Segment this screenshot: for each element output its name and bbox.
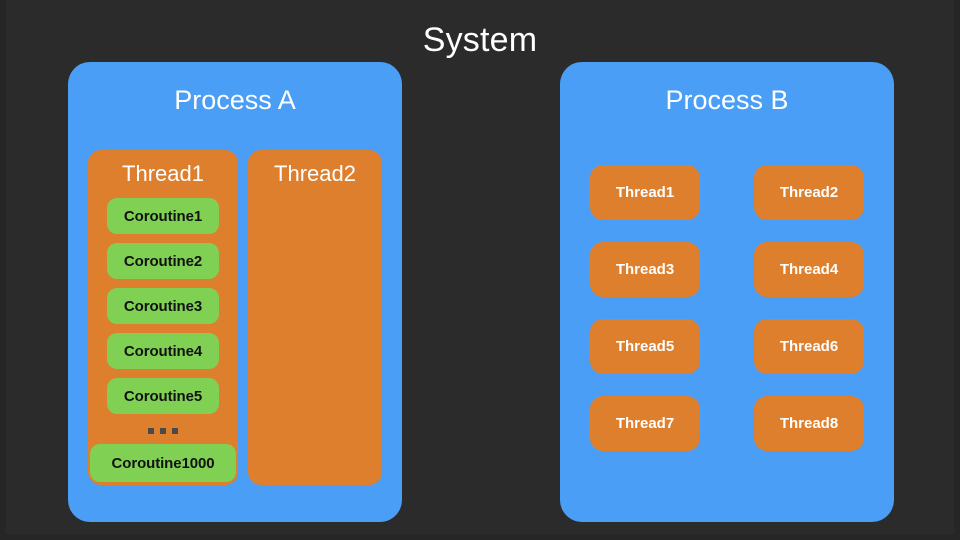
thread-box-a-thread1[interactable]: Thread1 Coroutine1 Coroutine2 Coroutine3…: [88, 150, 238, 485]
coroutine-item[interactable]: Coroutine5: [107, 378, 219, 414]
thread-a-thread1-label: Thread1: [122, 161, 204, 186]
process-box-b[interactable]: Process B Thread1 Thread2 Thread3 Thread…: [560, 62, 894, 522]
coroutine-item[interactable]: Coroutine4: [107, 333, 219, 369]
thread-a-thread2-label: Thread2: [274, 161, 356, 186]
thread-grid-b: Thread1 Thread2 Thread3 Thread4 Thread5 …: [590, 165, 864, 451]
thread-box-b-thread1[interactable]: Thread1: [590, 165, 700, 220]
thread-box-b-thread5[interactable]: Thread5: [590, 319, 700, 374]
process-box-a[interactable]: Process A Thread1 Coroutine1 Coroutine2 …: [68, 62, 402, 522]
coroutine-item[interactable]: Coroutine3: [107, 288, 219, 324]
thread-box-b-thread3[interactable]: Thread3: [590, 242, 700, 297]
coroutine-ellipsis: [88, 423, 238, 439]
coroutine-item[interactable]: Coroutine2: [107, 243, 219, 279]
ellipsis-dot-icon: [172, 428, 178, 434]
coroutine-list: Coroutine1 Coroutine2 Coroutine3 Corouti…: [88, 198, 238, 482]
thread-box-b-thread4[interactable]: Thread4: [754, 242, 864, 297]
ellipsis-dot-icon: [160, 428, 166, 434]
process-b-title: Process B: [665, 85, 789, 115]
system-title: System: [422, 21, 538, 59]
canvas-edge-right: [954, 0, 960, 540]
canvas-edge-left: [0, 0, 6, 540]
thread-box-a-thread2[interactable]: Thread2: [248, 150, 382, 485]
canvas-edge-bottom: [0, 534, 960, 540]
thread-box-b-thread8[interactable]: Thread8: [754, 396, 864, 451]
thread-box-b-thread7[interactable]: Thread7: [590, 396, 700, 451]
thread-box-b-thread6[interactable]: Thread6: [754, 319, 864, 374]
thread-box-b-thread2[interactable]: Thread2: [754, 165, 864, 220]
ellipsis-dot-icon: [148, 428, 154, 434]
coroutine-item[interactable]: Coroutine1: [107, 198, 219, 234]
process-a-title: Process A: [174, 85, 296, 115]
coroutine-item-last[interactable]: Coroutine1000: [90, 444, 236, 482]
